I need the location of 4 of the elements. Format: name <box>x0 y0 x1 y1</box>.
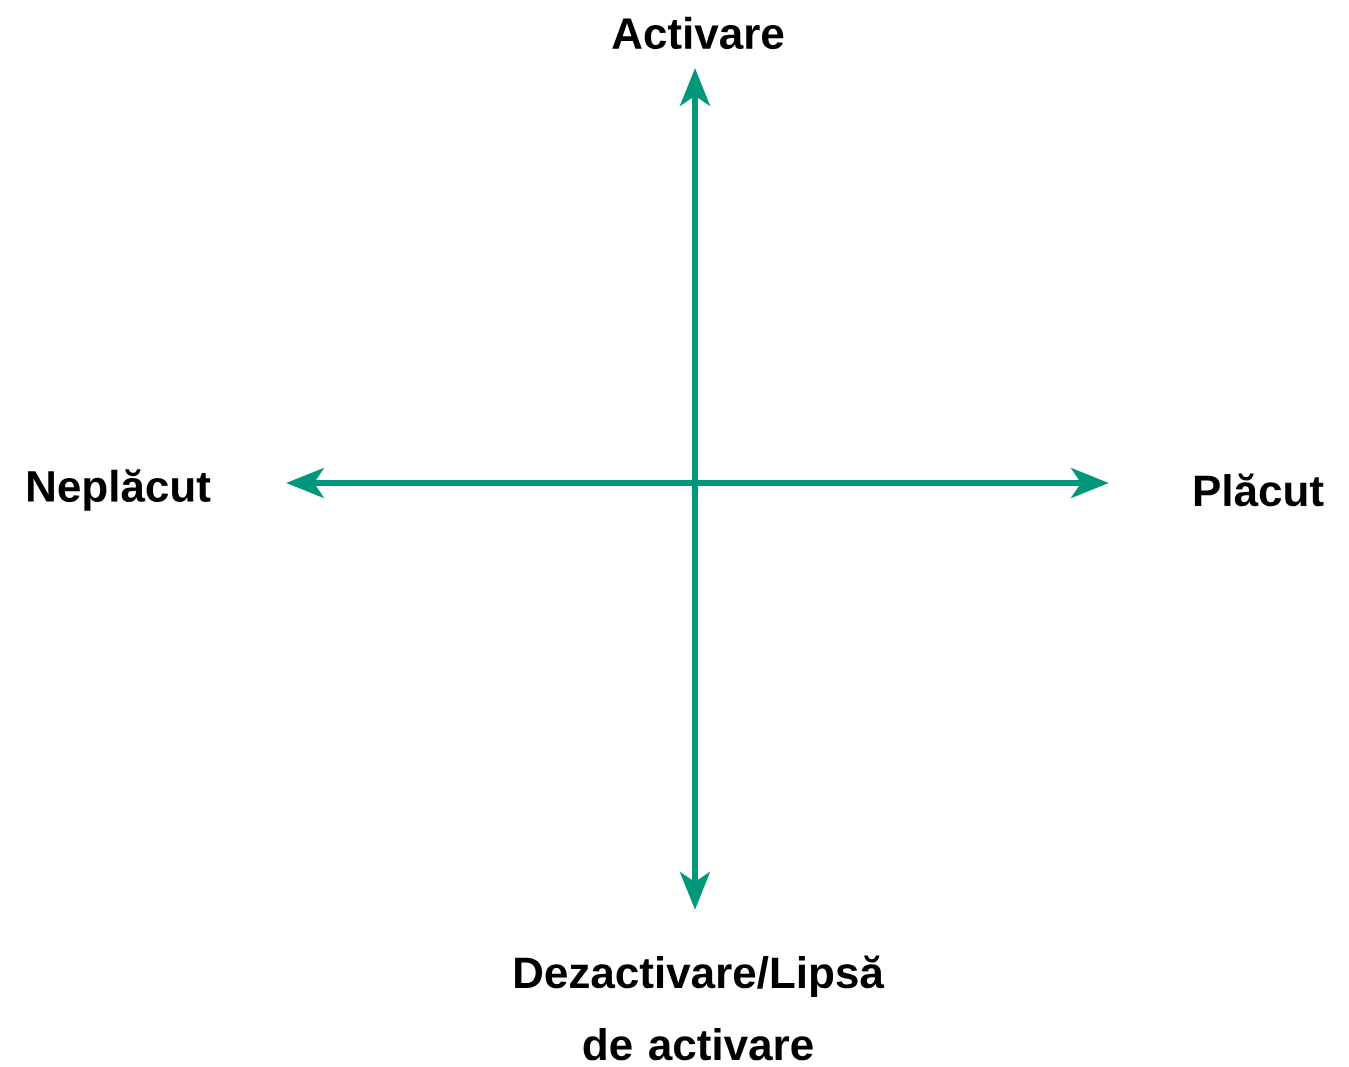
axis-label: Activare <box>612 16 784 50</box>
axis-label: Dezactivare/Lipsă de activare <box>515 955 885 1061</box>
axis-label: Plăcut <box>1194 473 1324 507</box>
axis-label: Neplăcut <box>28 469 211 511</box>
